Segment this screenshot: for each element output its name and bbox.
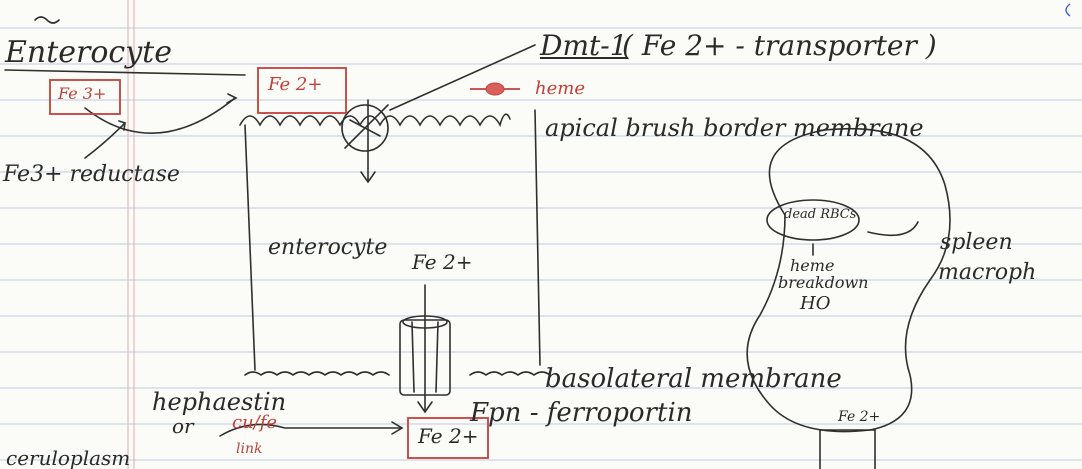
dmt1-description: ( Fe 2+ - transporter ) bbox=[622, 32, 937, 60]
fe2-box-top-label: Fe 2+ bbox=[268, 76, 322, 94]
dmt1-label: Dmt-1 bbox=[540, 32, 628, 60]
link-label: link bbox=[236, 442, 262, 456]
blue-corner-mark bbox=[1066, 4, 1070, 16]
enterocyte-inner-label: enterocyte bbox=[268, 237, 387, 259]
cu-fe-label: cu/fe bbox=[232, 414, 277, 432]
spleen-label: spleen bbox=[940, 232, 1013, 254]
heme-breakdown-line2: breakdown bbox=[778, 275, 868, 291]
dead-rbcs-label: dead RBCs bbox=[784, 208, 856, 221]
or-label: or bbox=[172, 416, 194, 436]
basolateral-membrane-label: basolateral membrane bbox=[545, 366, 842, 392]
margin-lines bbox=[128, 0, 134, 469]
heme-breakdown-line1: heme bbox=[790, 258, 834, 274]
ferroportin-label: Fpn - ferroportin bbox=[470, 400, 693, 426]
fe2-right-label: Fe 2+ bbox=[838, 410, 880, 424]
heme-icon bbox=[470, 83, 520, 95]
title-enterocyte: Enterocyte bbox=[5, 38, 172, 68]
hephaestin-label: hephaestin bbox=[152, 390, 286, 414]
reductase-label: Fe3+ reductase bbox=[3, 164, 180, 186]
fe2-inside-label: Fe 2+ bbox=[412, 252, 472, 272]
apical-membrane-label: apical brush border membrane bbox=[545, 116, 924, 140]
ho-label: HO bbox=[800, 295, 830, 313]
fe2-box-bottom-label: Fe 2+ bbox=[418, 426, 478, 446]
heme-label: heme bbox=[535, 80, 585, 98]
macrophage-label: macroph bbox=[938, 262, 1036, 284]
fe3-box-label: Fe 3+ bbox=[58, 86, 106, 102]
ceruloplasmin-label: ceruloplasm bbox=[6, 448, 130, 468]
